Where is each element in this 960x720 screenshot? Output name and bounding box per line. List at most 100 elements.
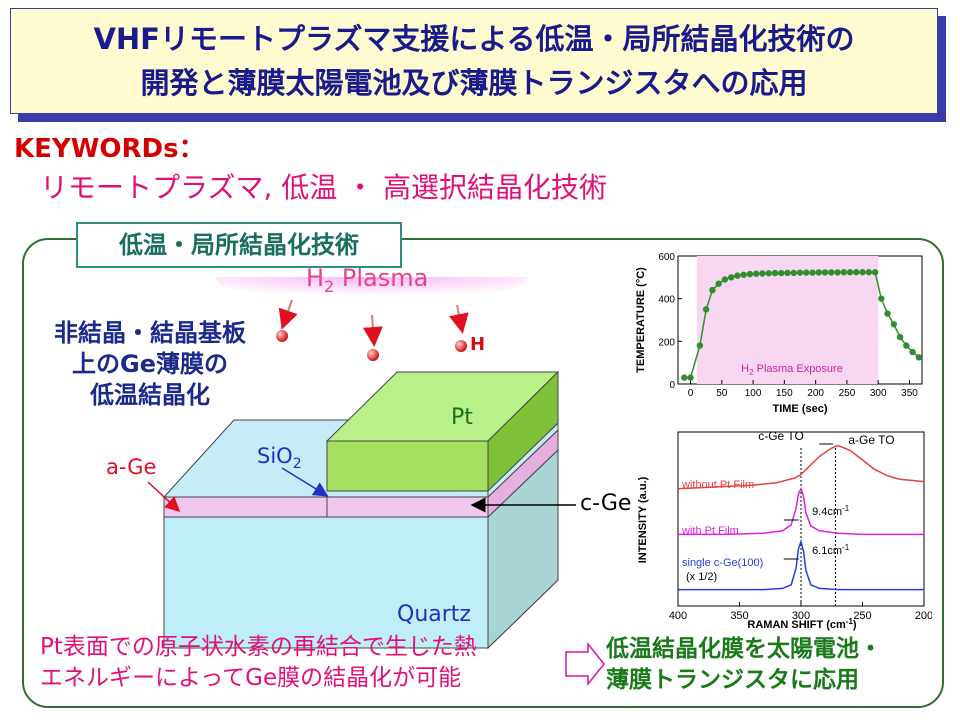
temp-point [903, 342, 910, 349]
application-caption: 低温結晶化膜を太陽電池・ 薄膜トランジスタに応用 [606, 636, 882, 693]
temp-point [790, 269, 797, 277]
raman-x-tick-label: 350 [730, 610, 748, 622]
temp-point [696, 342, 704, 349]
temp-point [740, 271, 747, 278]
raman-x-tick-label: 400 [669, 610, 687, 622]
raman-series-label: single c-Ge(100) [682, 557, 763, 569]
temp-xlabel: TIME (sec) [772, 403, 827, 415]
cge-label: c-Ge [580, 491, 632, 516]
temp-x-tick-label: 200 [807, 388, 824, 399]
raman-reference-label: c-Ge TO [758, 429, 804, 443]
temp-point [734, 272, 741, 279]
raman-reference-label: a-Ge TO [848, 433, 894, 447]
raman-xlabel: RAMAN SHIFT (cm-1) [747, 617, 857, 631]
title-line-2: 開発と薄膜太陽電池及び薄膜トランジスタへの応用 [140, 66, 808, 100]
temp-x-tick-label: 300 [870, 388, 887, 399]
temp-point [765, 270, 772, 277]
raman-series-line [677, 444, 925, 490]
raman-series-label: with Pt Film [681, 525, 739, 537]
temp-point [815, 269, 822, 276]
temp-x-tick-label: 100 [745, 388, 762, 399]
raman-series-label: without Pt Film [681, 479, 754, 491]
raman-sub-label: (x 1/2) [686, 571, 717, 583]
temp-point [821, 269, 829, 276]
raman-width-label: 9.4cm-1 [812, 504, 850, 518]
temp-point [721, 276, 729, 283]
temp-point [746, 270, 754, 278]
temp-point [834, 269, 841, 276]
raman-x-tick-label: 200 [915, 610, 932, 622]
temp-point [840, 269, 847, 276]
sio2-pointer [281, 467, 329, 497]
temp-point [681, 374, 688, 381]
temp-point [702, 306, 710, 313]
pt-label: Pt [451, 405, 473, 430]
temp-point [715, 280, 722, 287]
ge-film-front [163, 496, 489, 518]
temp-x-tick-label: 50 [716, 388, 728, 399]
hydrogen-arrows [278, 299, 469, 347]
temp-point [865, 269, 873, 276]
plasma-exposure-label: H2 Plasma Exposure [741, 363, 843, 377]
temp-point [846, 269, 854, 276]
temp-point [784, 269, 791, 277]
temp-point [915, 354, 923, 361]
temp-point [778, 269, 785, 277]
temp-point [896, 333, 904, 341]
raman-x-tick-label: 250 [853, 610, 871, 622]
temp-y-tick-label: 400 [658, 295, 675, 306]
temp-point [759, 270, 766, 277]
raman-width-label: 6.1cm-1 [812, 543, 850, 557]
pt-block-front [326, 440, 489, 492]
temp-y-tick-label: 200 [658, 337, 675, 348]
age-label: a-Ge [106, 455, 157, 479]
keywords-text: リモートプラズマ, 低温 ・ 高選択結晶化技術 [40, 171, 608, 204]
temp-point [909, 348, 916, 356]
temp-x-tick-label: 0 [688, 388, 694, 399]
raman-x-tick-label: 300 [792, 610, 810, 622]
temp-point [878, 295, 885, 302]
temp-point [809, 269, 816, 276]
keywords-label: KEYWORDs： [14, 134, 205, 164]
quartz-label: Quartz [397, 602, 471, 627]
temp-point [853, 269, 860, 276]
temp-point [859, 269, 866, 276]
temp-x-tick-label: 350 [901, 388, 918, 399]
temp-point [709, 286, 716, 294]
temp-point [771, 269, 779, 277]
title-line-1: VHFリモートプラズマ支援による低温・局所結晶化技術の [93, 22, 855, 56]
temp-point [871, 269, 879, 276]
plasma-label: H2 Plasma [306, 264, 429, 296]
raman-series-line [678, 486, 924, 536]
temp-y-tick-label: 600 [658, 252, 675, 263]
hydrogen-atom-2 [367, 349, 379, 361]
plasma-cloud [215, 277, 528, 304]
raman-series-line [678, 539, 924, 591]
mechanism-caption: Pt表面での原子状水素の再結合で生じた熱 エネルギーによってGe膜の結晶化が可能 [40, 634, 477, 691]
temp-x-tick-label: 250 [839, 388, 856, 399]
temp-point [687, 374, 694, 381]
age-pointer [147, 481, 181, 513]
temp-point [890, 321, 898, 328]
temp-point [796, 269, 804, 276]
temp-point [828, 269, 835, 276]
main-panel [22, 238, 944, 708]
title-box: VHFリモートプラズマ支援による低温・局所結晶化技術の 開発と薄膜太陽電池及び薄… [10, 8, 938, 114]
raman-ylabel: INTENSITY (a.u.) [637, 476, 649, 563]
temp-point [803, 269, 810, 276]
h-label: H [470, 334, 486, 355]
amorphous-substrate-caption: 非結晶・結晶基板 上のGe薄膜の 低温結晶化 [54, 319, 246, 409]
temperature-chart: 0 50 100 150 200 250 300 350 0 200 400 600 H2 Plasm… [635, 252, 923, 415]
temp-point [727, 274, 735, 281]
temp-ylabel: TEMPERATURE (°C) [635, 267, 647, 373]
temp-y-tick-label: 0 [669, 380, 675, 391]
temp-point [884, 310, 891, 317]
hydrogen-atom-3 [455, 340, 467, 352]
panel-label: 低温・局所結晶化技術 [76, 222, 402, 268]
result-arrow [565, 641, 605, 687]
temp-x-tick-label: 150 [776, 388, 793, 399]
pt-block-side [487, 370, 559, 493]
temp-point [753, 270, 760, 277]
raman-chart: 400 350 300 250 200 c-Ge TO a-Ge TO without P… [637, 429, 932, 631]
